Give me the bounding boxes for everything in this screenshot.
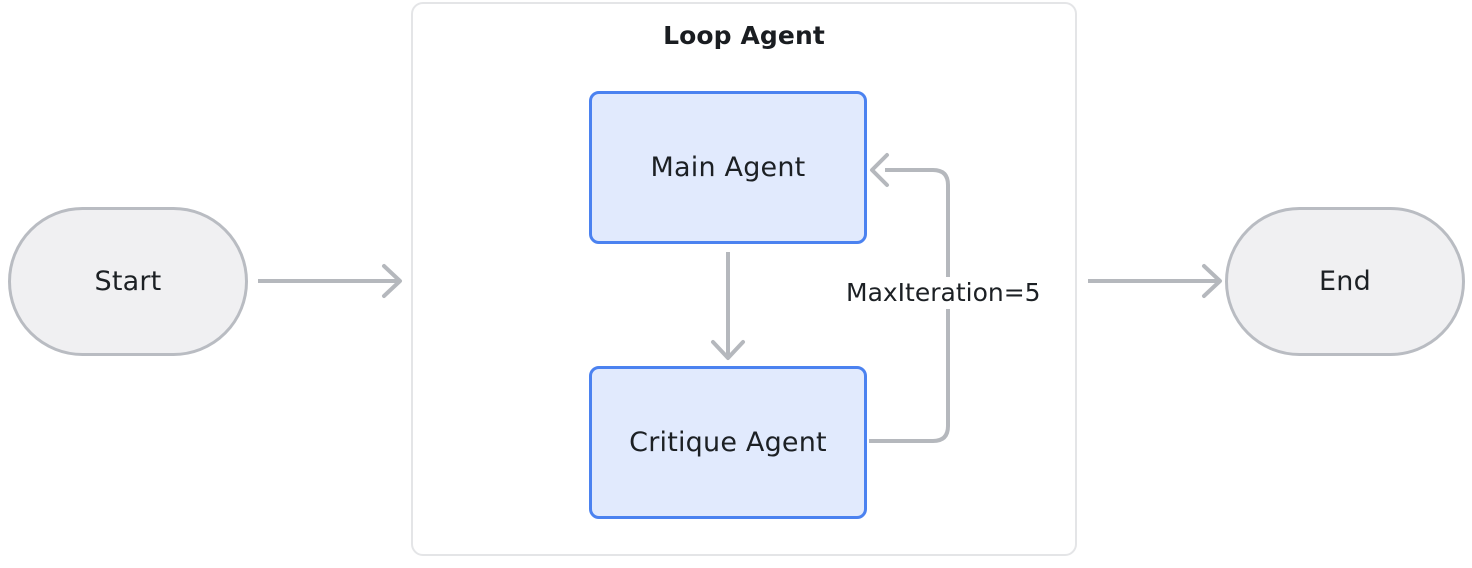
node-end-label: End xyxy=(1319,266,1371,297)
node-critique-agent-label: Critique Agent xyxy=(629,427,827,458)
loop-agent-title: Loop Agent xyxy=(663,21,825,50)
node-main-agent[interactable]: Main Agent xyxy=(589,91,867,244)
edge-start-to-loop-agent xyxy=(258,264,402,298)
node-start-label: Start xyxy=(94,266,162,297)
arrowhead-icon xyxy=(382,264,402,298)
edge-loop-agent-to-end xyxy=(1088,264,1222,298)
node-start[interactable]: Start xyxy=(8,207,248,356)
arrowhead-icon xyxy=(1202,264,1222,298)
edge-label-max-iteration: MaxIteration=5 xyxy=(840,277,1047,309)
node-main-agent-label: Main Agent xyxy=(650,152,806,183)
node-end[interactable]: End xyxy=(1225,207,1465,356)
node-critique-agent[interactable]: Critique Agent xyxy=(589,366,867,519)
